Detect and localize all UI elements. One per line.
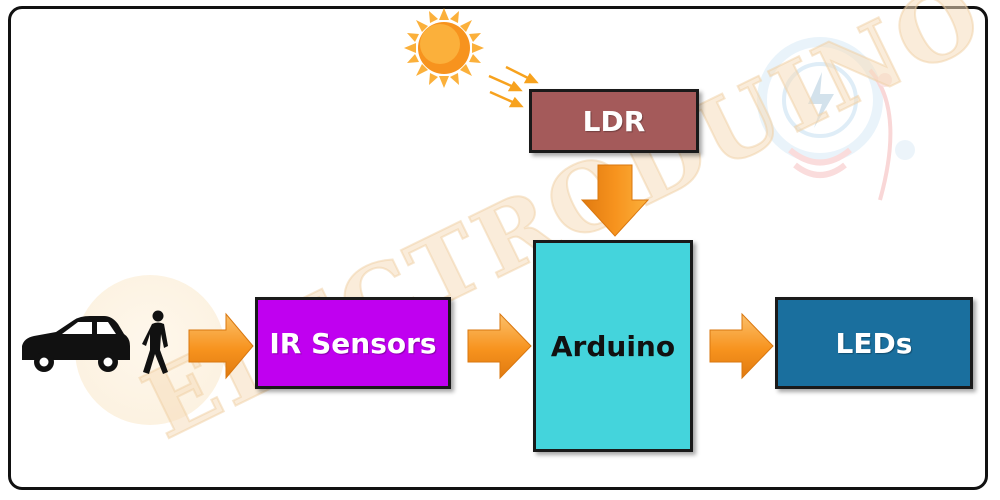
ir-sensors-block: IR Sensors: [255, 297, 451, 389]
ldr-block: LDR: [529, 89, 699, 153]
leds-block: LEDs: [775, 297, 973, 389]
diagram-frame: [8, 6, 988, 490]
leds-label: LEDs: [835, 326, 913, 360]
arduino-label: Arduino: [550, 329, 676, 363]
arduino-block: Arduino: [533, 240, 693, 452]
ldr-label: LDR: [582, 104, 646, 138]
ir-sensors-label: IR Sensors: [269, 326, 437, 360]
